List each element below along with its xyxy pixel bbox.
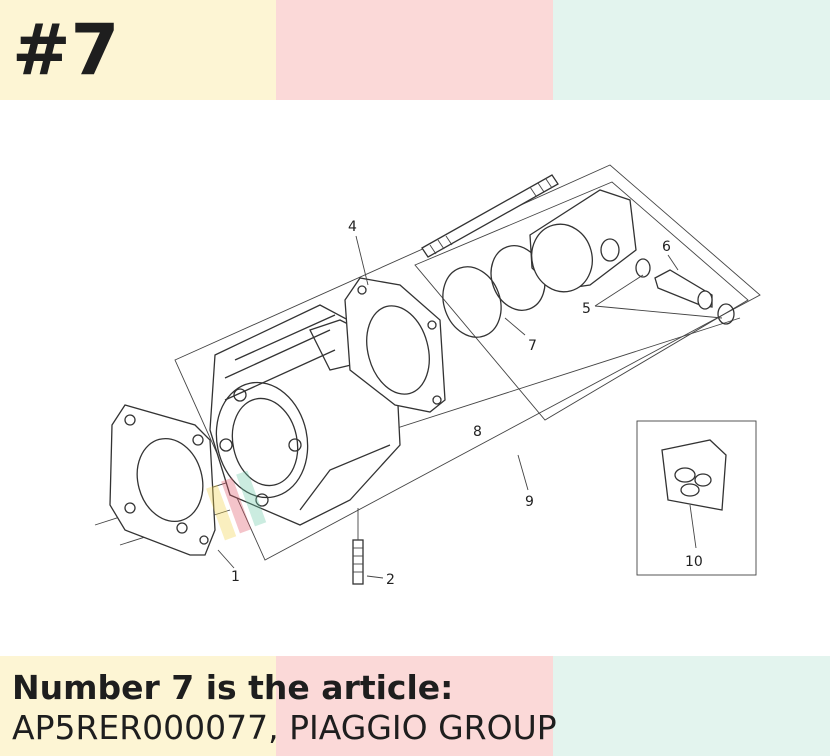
number-badge: #7 [12,9,120,91]
header-band-mint [553,0,830,100]
callout-4: 4 [348,219,357,235]
callout-7: 7 [528,338,537,354]
header-band [0,0,830,100]
callout-9: 9 [525,494,534,510]
head-gasket [344,277,446,413]
callout-6: 6 [662,239,671,255]
footer-band [0,656,830,756]
circlips-and-pin [635,258,735,325]
callout-5: 5 [582,301,591,317]
callout-8: 8 [473,424,482,440]
group-frame-8 [414,181,749,421]
short-stud [352,508,364,585]
kit-frame-10 [636,420,757,576]
header-band-pink [276,0,553,100]
gasket-kit [661,439,727,511]
callout-1: 1 [231,569,240,585]
callout-10: 10 [685,554,703,570]
logo-watermark [206,470,267,541]
footer-band-yellow [0,656,276,756]
footer-band-mint [553,656,830,756]
header-band-yellow [0,0,276,100]
caption-title: Number 7 is the article: [12,668,454,707]
callout-2: 2 [386,572,395,588]
piston [529,189,637,293]
article-code: AP5RER000077, PIAGGIO GROUP [12,708,557,747]
exploded-parts-diagram: 1 2 4 5 6 7 8 9 10 [94,164,761,588]
base-gasket [109,404,216,556]
long-stud [421,174,559,258]
footer-band-pink [276,656,553,756]
caption: Number 7 is the article: AP5RER000077, P… [12,668,822,748]
